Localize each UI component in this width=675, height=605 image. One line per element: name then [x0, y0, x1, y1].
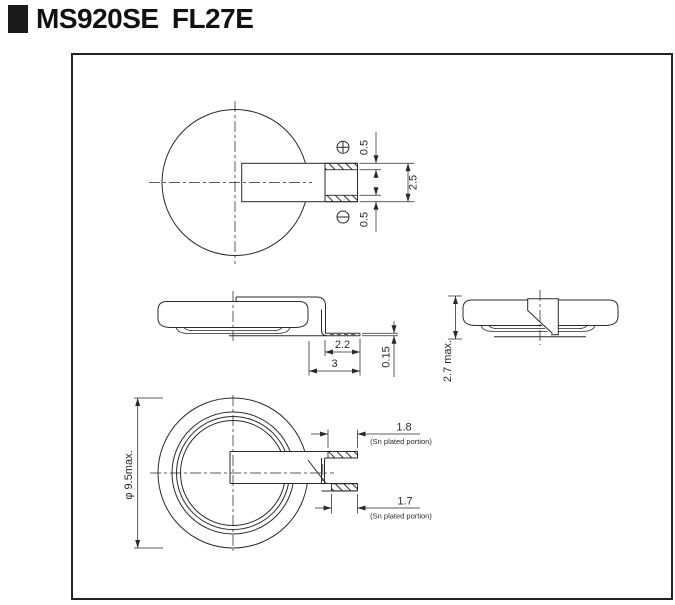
cell-skirt-inner: [183, 327, 283, 331]
dim-positive-plating-label: 0.5: [359, 140, 371, 155]
negative-plating-note: (Sn plated portion): [370, 512, 432, 521]
terminal-tab-outline: [241, 162, 358, 203]
wrap-tab-band: [527, 298, 559, 336]
diameter-dimension: φ 9.5max.: [123, 397, 163, 549]
side-view: 2.2 3 0.15: [157, 291, 398, 377]
page-header: MS920SE FL27E: [8, 3, 254, 34]
dim-negative-plating-label: 0.5: [359, 212, 371, 227]
dim-negative-tab-label: 1.7: [397, 496, 412, 508]
positive-terminal-icon: [336, 140, 350, 154]
cell-skirt-inner-right: [488, 325, 588, 329]
positive-tab-plating-hatch: [327, 451, 358, 459]
tab-side: [229, 296, 361, 337]
top-view-centerlines: [149, 101, 312, 264]
top-view: 0.5 2.5 0.5: [149, 101, 420, 264]
dim-plated-length-label: 2.2: [335, 339, 350, 351]
dim-max-diameter-label: φ 9.5max.: [123, 450, 135, 499]
cell-body-right: [462, 299, 619, 326]
top-view-dimensions: 0.5 2.5 0.5: [359, 132, 420, 232]
cell-body-side: [157, 301, 309, 328]
bottom-view: φ 9.5max. 1.8 (Sn plated portion) 1.7 (S…: [123, 395, 432, 551]
title-square-bullet: [8, 5, 28, 33]
negative-tab-plating-hatch: [331, 483, 358, 492]
dim-tab-thickness-label: 0.15: [381, 346, 393, 367]
cell-skirt-outer-right: [480, 325, 596, 332]
right-side-view: 2.7 max.: [442, 290, 619, 382]
negative-plating-hatch: [324, 194, 358, 203]
dim-positive-tab-label: 1.8: [396, 422, 411, 434]
dim-tab-width-label: 2.5: [408, 175, 420, 190]
negative-tab-dimension: 1.7 (Sn plated portion): [315, 494, 432, 521]
positive-plating-hatch: [324, 162, 358, 171]
drawing-frame: [71, 53, 673, 600]
side-view-dimensions: 2.2 3 0.15: [308, 321, 398, 377]
positive-plating-note: (Sn plated portion): [370, 437, 432, 446]
bottom-view-centerlines: [150, 395, 334, 551]
negative-terminal-icon: [336, 210, 350, 224]
dim-foot-length-label: 3: [331, 358, 337, 370]
positive-tab-dimension: 1.8 (Sn plated portion): [311, 422, 432, 448]
right-view-dimensions: 2.7 max.: [442, 295, 462, 382]
dim-max-height-label: 2.7 max.: [442, 340, 454, 382]
page-title: MS920SE FL27E: [36, 3, 253, 34]
